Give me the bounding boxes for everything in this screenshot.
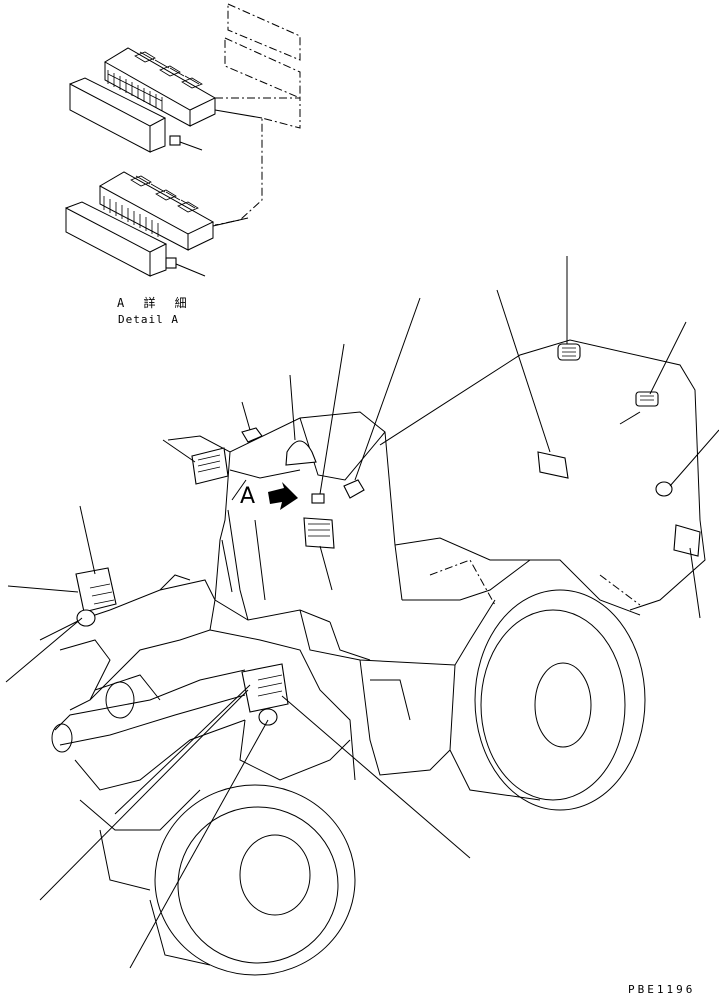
- detail-a-label-en: Detail A: [118, 313, 179, 326]
- front-head-lamp-right: [241, 663, 289, 713]
- view-arrow-label: A: [240, 484, 256, 509]
- front-turn-lamp-left: [76, 609, 96, 627]
- front-turn-lamp-right: [258, 708, 278, 726]
- cab-roof-lamp-small: [241, 427, 263, 443]
- components: [75, 343, 701, 726]
- detail-a-label-jp: A 詳 細: [117, 296, 193, 310]
- leader-lines: [5, 256, 719, 969]
- rear-combination-lamp-right: [635, 391, 659, 407]
- front-frame: [39, 509, 356, 976]
- cab-side-lamp: [343, 479, 365, 499]
- machine-body: [167, 339, 706, 811]
- side-marker-lamp: [655, 481, 673, 497]
- lower-fuse-box: [65, 171, 249, 277]
- view-arrow: [268, 482, 298, 510]
- cab-switch: [311, 493, 325, 504]
- detail-a-view: [65, 3, 301, 277]
- cab-front-lamp-left: [191, 447, 229, 485]
- drawing-code: PBE1196: [628, 983, 696, 996]
- cab-front-lamp-center: [303, 517, 335, 549]
- beacon-lamp: [285, 440, 317, 466]
- upper-fuse-box: [69, 47, 263, 153]
- rear-lamp-right: [673, 524, 701, 557]
- rear-lamp-center: [537, 451, 569, 479]
- front-head-lamp-left: [75, 567, 117, 613]
